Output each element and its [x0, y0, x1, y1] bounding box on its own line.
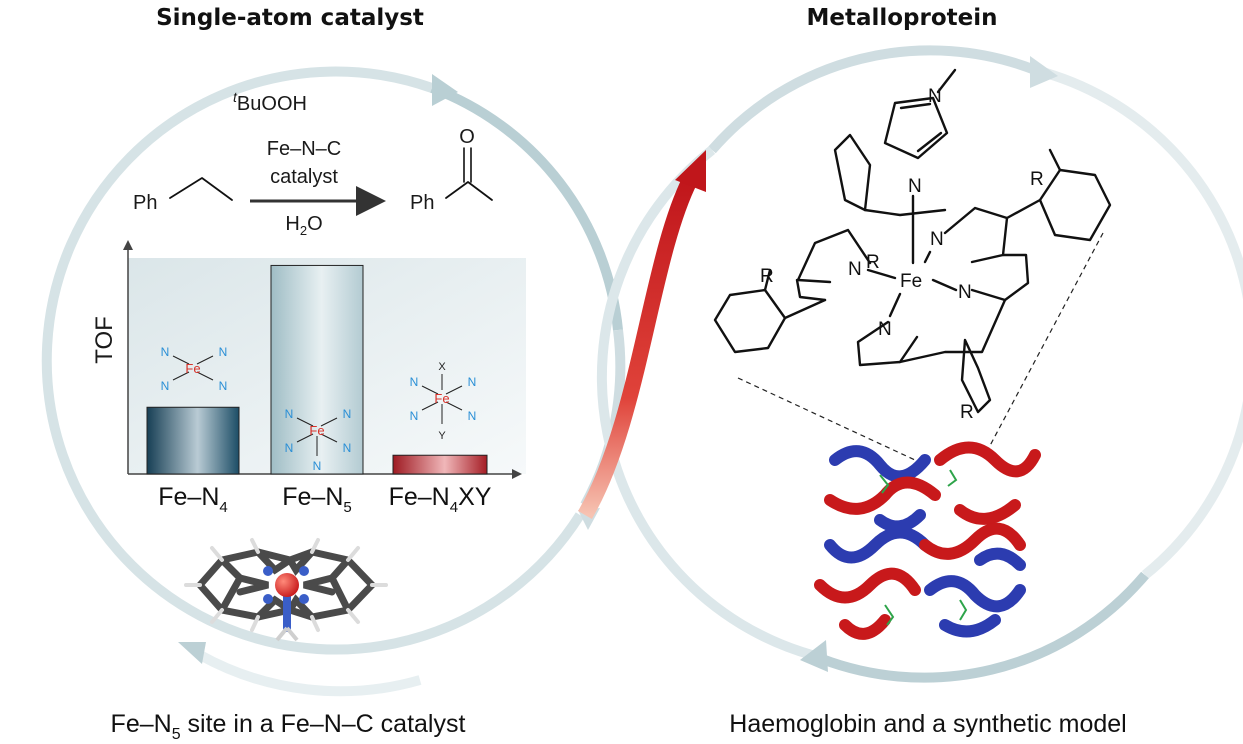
tof-bar-chart: TOF Fe–N4 Fe–N5 Fe–N4XY Fe N N N N Fe N …	[91, 240, 526, 516]
zoom-line-right	[984, 232, 1104, 456]
svg-text:N: N	[285, 407, 294, 421]
svg-text:N: N	[468, 375, 477, 389]
svg-text:N: N	[285, 441, 294, 455]
chart-ylabel: TOF	[91, 316, 118, 364]
left-caption: Fe–N5 site in a Fe–N–C catalyst	[111, 710, 466, 743]
product-oxygen: O	[459, 126, 475, 148]
bar-label-fe-n4: Fe–N4	[158, 483, 227, 516]
catalyst-line2: catalyst	[270, 166, 338, 188]
svg-text:N: N	[343, 441, 352, 455]
catalyst-line1: Fe–N–C	[267, 138, 341, 160]
svg-text:R: R	[866, 252, 880, 273]
right-cycle-ring	[596, 45, 1243, 683]
bar-label-fe-n5: Fe–N5	[282, 483, 351, 516]
right-ring-arrowhead-top	[1030, 56, 1058, 88]
svg-text:R: R	[760, 266, 774, 287]
fe-n5-motif: Fe N N N N N	[285, 407, 352, 473]
svg-text:N: N	[219, 379, 228, 393]
haemoglobin-structure	[814, 441, 1041, 640]
svg-text:Fe: Fe	[185, 361, 200, 376]
svg-text:X: X	[438, 361, 446, 373]
reactant-chain	[169, 177, 233, 201]
connecting-red-arrowhead	[675, 150, 706, 192]
fe-n5-ball-stick-model	[184, 538, 388, 642]
fe-n4-motif: Fe N N N N	[161, 345, 228, 393]
left-ring-arrowhead-bottom	[178, 642, 206, 664]
reaction-scheme: Ph tBuOOH Fe–N–C catalyst H2O Ph O	[133, 89, 493, 238]
svg-text:Fe: Fe	[309, 423, 324, 438]
right-panel-title: Metalloprotein	[806, 5, 997, 31]
solvent-text: H2O	[285, 213, 322, 238]
svg-text:N: N	[908, 176, 922, 197]
oxidant-text: tBuOOH	[233, 89, 307, 115]
product-chain	[445, 181, 493, 201]
svg-text:N: N	[878, 319, 892, 340]
zoom-line-left	[737, 377, 916, 461]
right-caption: Haemoglobin and a synthetic model	[729, 710, 1126, 738]
left-panel-title: Single-atom catalyst	[156, 5, 424, 31]
svg-text:Fe: Fe	[434, 391, 449, 406]
chart-y-axis-arrow	[123, 240, 133, 250]
svg-text:N: N	[219, 345, 228, 359]
product-ph: Ph	[410, 192, 434, 214]
svg-text:N: N	[928, 86, 942, 107]
svg-text:Fe: Fe	[900, 271, 922, 292]
chart-x-axis-arrow	[512, 469, 522, 479]
svg-text:N: N	[343, 407, 352, 421]
left-ring-arrowhead-top	[432, 74, 458, 106]
svg-text:N: N	[410, 375, 419, 389]
svg-text:Y: Y	[438, 430, 446, 442]
reactant-ph: Ph	[133, 192, 157, 214]
connecting-red-arrow	[578, 176, 698, 520]
svg-text:N: N	[930, 229, 944, 250]
svg-text:N: N	[958, 282, 972, 303]
fe-n4xy-motif: Fe N N N N X Y	[410, 361, 477, 442]
bar-label-fe-n4xy: Fe–N4XY	[389, 483, 492, 516]
svg-text:N: N	[161, 345, 170, 359]
bar-fe-n4xy	[392, 454, 488, 475]
porphyrin-structure: N N Fe N N N N R R R R	[713, 68, 1112, 423]
svg-text:N: N	[848, 259, 862, 280]
svg-text:N: N	[410, 409, 419, 423]
svg-text:R: R	[960, 402, 974, 423]
svg-text:R: R	[1030, 169, 1044, 190]
bar-fe-n4	[146, 406, 240, 475]
svg-text:N: N	[161, 379, 170, 393]
svg-text:N: N	[468, 409, 477, 423]
svg-text:N: N	[313, 459, 322, 473]
right-ring-arrowhead-bottom	[800, 640, 828, 672]
